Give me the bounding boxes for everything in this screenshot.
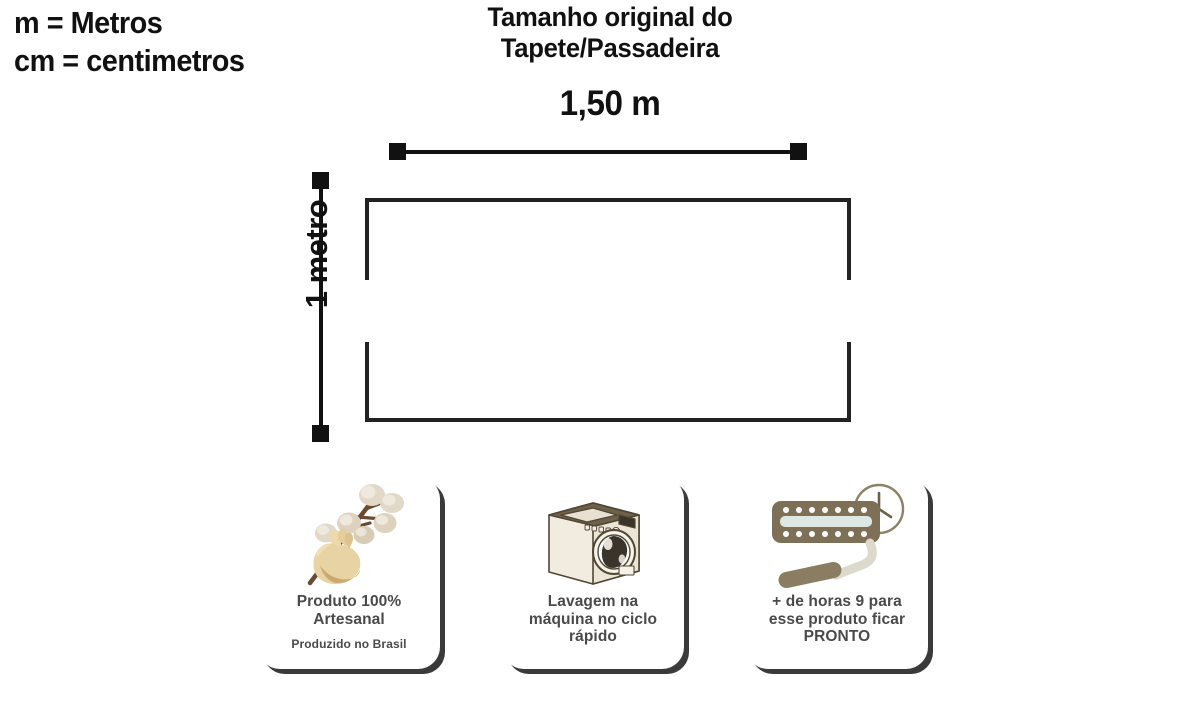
dimension-endpoint-bottom-icon xyxy=(312,425,329,442)
badge-caption-line-2: Artesanal xyxy=(313,610,385,628)
feature-badges: Produto 100% Artesanal Produzido no Bras… xyxy=(258,477,938,677)
badge-caption-line-2: máquina no ciclo xyxy=(528,610,658,628)
badge-caption-handmade: Produto 100% Artesanal xyxy=(291,593,408,628)
badge-card-machine-wash: Lavagem na máquina no ciclo rápido xyxy=(502,477,684,669)
dimension-endpoint-right-icon xyxy=(790,143,807,160)
rug-outline-diagram xyxy=(365,198,851,422)
dimension-rule-vertical xyxy=(319,178,323,436)
badge-card-production-time: + de horas 9 para esse produto ficar PRO… xyxy=(746,477,928,669)
badge-caption-line-1: Produto 100% xyxy=(296,593,402,610)
legend-line-centimeters: cm = centimetros xyxy=(14,43,245,78)
badge-caption-production-time: + de horas 9 para esse produto ficar PRO… xyxy=(763,593,911,646)
badge-caption-line-1: Lavagem na xyxy=(547,593,639,610)
badge-caption-machine-wash: Lavagem na máquina no ciclo rápido xyxy=(523,593,663,646)
width-dimension-label: 1,50 m xyxy=(559,84,661,123)
dimension-rule-horizontal xyxy=(395,150,801,154)
horizontal-dimension-line xyxy=(389,143,807,161)
height-dimension-label: 1 metro xyxy=(299,199,334,309)
badge-caption-line-1: + de horas 9 para xyxy=(772,593,902,610)
page-title: Tamanho original do Tapete/Passadeira xyxy=(430,2,790,64)
badge-caption-line-3: rápido xyxy=(569,628,617,645)
rug-outline-upper-segment xyxy=(365,198,851,280)
washing-machine-icon xyxy=(502,477,684,593)
badge-subcaption-made-in-brazil: Produzido no Brasil xyxy=(291,637,407,651)
title-line-1: Tamanho original do xyxy=(487,2,733,32)
tufting-tool-clock-icon xyxy=(746,477,928,593)
units-legend: m = Metros cm = centimetros xyxy=(14,4,344,80)
badge-caption-line-2: esse produto ficar xyxy=(768,610,906,628)
cotton-branch-hand-icon xyxy=(258,477,440,593)
legend-line-meters: m = Metros xyxy=(14,5,163,40)
title-line-2: Tapete/Passadeira xyxy=(500,33,720,63)
badge-card-handmade: Produto 100% Artesanal Produzido no Bras… xyxy=(258,477,440,669)
vertical-dimension-line xyxy=(312,172,330,442)
rug-outline-lower-segment xyxy=(365,342,851,422)
badge-caption-line-3: PRONTO xyxy=(803,628,871,645)
